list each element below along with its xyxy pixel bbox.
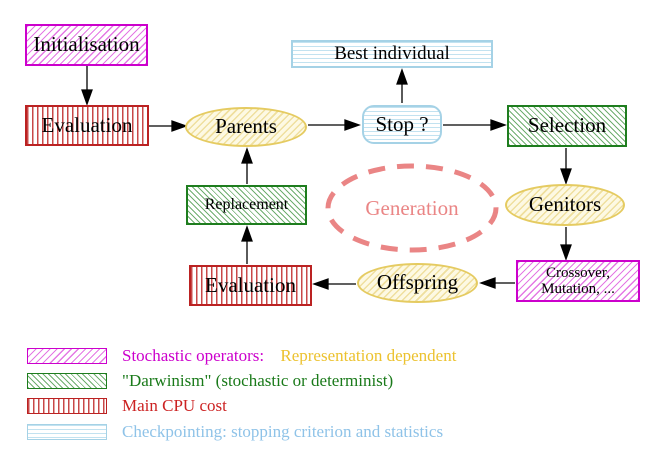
legend-label-representation-dependent: Representation dependent	[280, 346, 457, 365]
legend-swatch-main-cpu-cost	[27, 398, 107, 414]
node-crossover-mutation: Crossover, Mutation, ...	[516, 260, 640, 302]
node-genitors-label: Genitors	[528, 192, 602, 217]
node-selection: Selection	[507, 105, 627, 147]
node-crossover-line1: Crossover,	[546, 264, 610, 281]
legend-label-stochastic-operators: Stochastic operators: Representation dep…	[122, 347, 456, 365]
legend-swatch-checkpointing	[27, 424, 107, 440]
generation-loop-ellipse	[325, 163, 499, 253]
node-initialisation-label: Initialisation	[33, 32, 140, 57]
arrow-evaluation-to-parents	[149, 120, 188, 132]
node-initialisation: Initialisation	[25, 24, 148, 66]
node-best-individual-label: Best individual	[334, 42, 450, 64]
node-evaluation-bottom-label: Evaluation	[205, 272, 296, 297]
node-selection-label: Selection	[527, 113, 607, 138]
arrow-selection-to-genitors	[560, 148, 572, 185]
arrow-genitors-to-crossover	[560, 227, 572, 261]
legend-label-main-cpu-cost: Main CPU cost	[122, 396, 227, 415]
legend-label-checkpointing: Checkpointing: stopping criterion and st…	[122, 422, 444, 441]
generation-loop-label: Generation	[365, 196, 459, 220]
node-crossover-line2: Mutation, ...	[541, 281, 615, 297]
node-parents-label: Parents	[215, 114, 277, 139]
node-best-individual: Best individual	[291, 40, 493, 68]
arrow-initialisation-to-evaluation	[81, 66, 93, 106]
node-replacement: Replacement	[186, 185, 307, 225]
node-offspring: Offspring	[357, 263, 478, 303]
node-genitors: Genitors	[505, 184, 625, 226]
legend-swatch-darwinism	[27, 373, 107, 389]
node-evaluation-top: Evaluation	[25, 105, 149, 146]
arrow-offspring-to-evaluation	[312, 278, 356, 290]
arrow-stop-to-selection	[443, 119, 507, 131]
node-replacement-label: Replacement	[204, 196, 289, 214]
arrow-stop-to-best-individual	[396, 68, 408, 103]
legend-label-darwinism: "Darwinism" (stochastic or determinist)	[122, 371, 394, 390]
node-evaluation-bottom: Evaluation	[189, 265, 312, 306]
node-stop-label: Stop ?	[375, 111, 429, 136]
legend-swatch-stochastic-operators	[27, 348, 107, 364]
node-offspring-label: Offspring	[376, 270, 459, 295]
node-parents: Parents	[185, 107, 307, 147]
arrow-crossover-to-offspring	[479, 277, 515, 289]
arrow-parents-to-stop	[308, 119, 361, 131]
arrow-evaluation-to-replacement	[241, 225, 253, 264]
node-evaluation-top-label: Evaluation	[41, 112, 133, 137]
node-stop: Stop ?	[362, 105, 442, 144]
legend-label-stochastic-operators-text: Stochastic operators:	[122, 346, 265, 365]
arrow-replacement-to-parents	[241, 147, 253, 184]
